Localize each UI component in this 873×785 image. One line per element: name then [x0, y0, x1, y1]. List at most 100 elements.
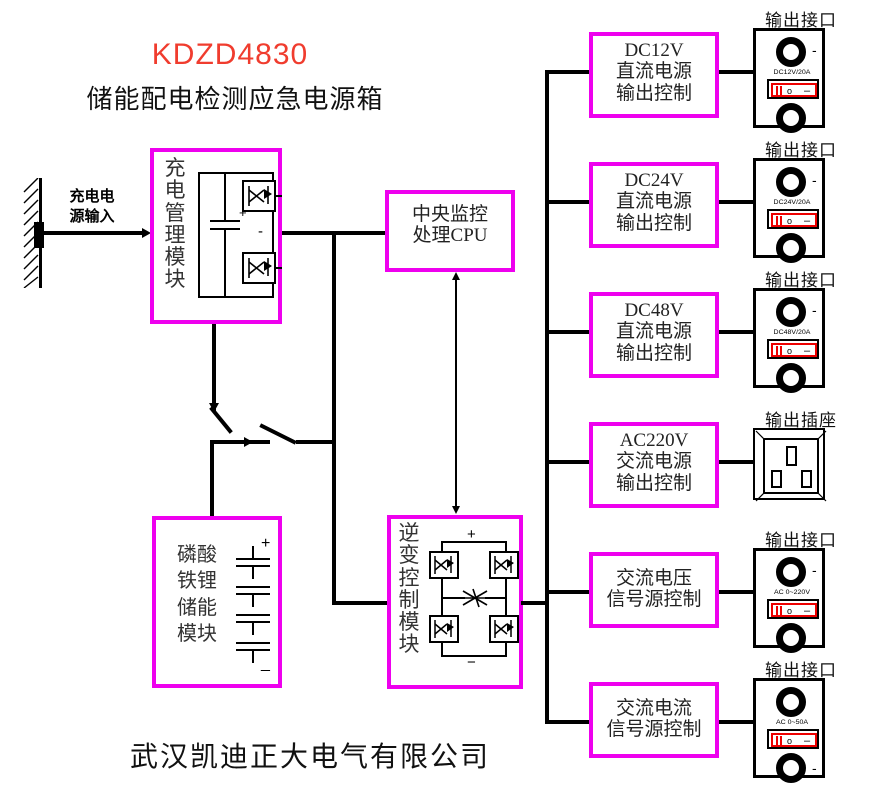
module-cpu[interactable]: 中央监控 处理CPU [385, 190, 515, 272]
wire-input-to-charger [36, 231, 146, 235]
panel-rating-acv: AC 0~220V [774, 589, 810, 596]
module-output-dc12v[interactable]: DC12V 直流电源 输出控制 [589, 32, 719, 118]
inverter-minus-sign: − [467, 654, 476, 671]
module-output-ac220v-rating: AC220V [619, 430, 689, 451]
switch-housing[interactable]: o – [767, 729, 819, 749]
wire-battery-branch [210, 440, 214, 520]
module-output-dc12v-line1: 直流电源 [615, 61, 692, 83]
battery-cells-symbol: + _ [230, 536, 280, 676]
wire-branch-dc12v [545, 70, 589, 74]
panel-title-acv: 输出接口 [765, 531, 837, 550]
module-charge-manager-label: 充 电 管 理 模 块 [164, 157, 186, 292]
panel-rating-dc12v: DC12V/20A [773, 69, 811, 76]
panel-rating-aci: AC 0~50A [775, 719, 809, 726]
arrow-link-up [452, 272, 460, 280]
module-output-dc12v-line2: 输出控制 [615, 82, 692, 104]
output-panel-dc12v[interactable]: - DC12V/20A o – [753, 28, 825, 133]
module-output-dc24v-line1: 直流电源 [615, 191, 692, 213]
switch-housing[interactable]: o – [767, 209, 819, 229]
switch-off-mark: – [804, 345, 811, 357]
module-cpu-label: 中央监控 处理CPU [389, 194, 511, 247]
module-cpu-line2: 处理CPU [412, 225, 488, 247]
module-output-aci-line2: 信号源控制 [606, 719, 702, 741]
panel-title-dc12v: 输出接口 [765, 11, 837, 30]
input-label-line2: 源输入 [69, 208, 115, 226]
switch-battery-disconnect[interactable] [200, 405, 240, 451]
terminal-minus-label: - [812, 172, 817, 188]
module-output-ac220v[interactable]: AC220V 交流电源 输出控制 [589, 422, 719, 508]
wire-main-riser [332, 231, 336, 605]
module-output-dc24v[interactable]: DC24V 直流电源 输出控制 [589, 162, 719, 248]
charger-circuit: + [196, 164, 282, 314]
module-output-ac220v-line2: 输出控制 [615, 472, 692, 494]
output-panel-ac-current[interactable]: AC 0~50A o – - [753, 678, 825, 783]
terminal-post-positive[interactable] [776, 557, 806, 587]
switch-on-mark: o [787, 86, 793, 96]
terminal-post-positive[interactable] [776, 297, 806, 327]
module-output-dc48v-line1: 直流电源 [615, 321, 692, 343]
wire-acv-to-panel [719, 590, 753, 594]
terminal-post-positive[interactable] [776, 167, 806, 197]
switch-inverter-disconnect[interactable] [258, 420, 304, 450]
charger-minus-sign: - [258, 223, 263, 240]
input-label: 充电电 源输入 [44, 187, 140, 228]
switch-housing[interactable]: o – [767, 79, 819, 99]
module-battery[interactable]: 磷酸 铁锂 储能 模块 + _ [152, 516, 282, 688]
terminal-minus-label: - [812, 302, 817, 318]
wire-charger-to-bus [282, 231, 452, 235]
switch-off-mark: – [804, 215, 811, 227]
arrow-link-down [452, 506, 460, 514]
page-title-product: 储能配电检测应急电源箱 [86, 84, 384, 114]
socket-pin-ground [786, 446, 797, 466]
output-socket-ac220v[interactable] [753, 428, 827, 502]
switch-housing[interactable]: o – [767, 599, 819, 619]
panel-rating-dc24v: DC24V/20A [773, 199, 811, 206]
charger-plus-sign: + [239, 205, 247, 220]
switch-housing[interactable]: o – [767, 339, 819, 359]
wire-dc12v-to-panel [719, 70, 753, 74]
socket-pin-neutral [801, 470, 812, 488]
company-name: 武汉凯迪正大电气有限公司 [129, 741, 490, 772]
module-output-dc12v-rating: DC12V [624, 40, 684, 61]
switch-off-mark: – [804, 85, 811, 97]
module-output-ac-voltage-source[interactable]: 交流电压 信号源控制 [589, 552, 719, 628]
panel-rating-dc48v: DC48V/20A [773, 329, 811, 336]
terminal-post-negative[interactable] [776, 233, 806, 263]
output-panel-dc48v[interactable]: - DC48V/20A o – [753, 288, 825, 393]
module-inverter-label: 逆 变 控 制 模 块 [398, 522, 420, 657]
module-output-ac-current-source[interactable]: 交流电流 信号源控制 [589, 682, 719, 758]
module-output-dc48v-rating: DC48V [624, 300, 684, 321]
battery-minus-sign: _ [261, 655, 270, 672]
inverter-plus-sign: + [467, 526, 476, 543]
module-charge-manager[interactable]: 充 电 管 理 模 块 + [150, 148, 282, 324]
terminal-minus-label: - [812, 760, 817, 776]
output-panel-ac-voltage[interactable]: - AC 0~220V o – [753, 548, 825, 653]
arrow-input [142, 228, 151, 238]
terminal-post-negative[interactable] [776, 623, 806, 653]
wire-branch-aci [545, 720, 589, 724]
panel-title-aci: 输出接口 [765, 661, 837, 680]
wire-riser-to-inverter [332, 601, 388, 605]
terminal-minus-label: - [812, 42, 817, 58]
terminal-post-positive[interactable] [776, 37, 806, 67]
switch-on-mark: o [787, 216, 793, 226]
wire-branch-acv [545, 590, 589, 594]
module-battery-label: 磷酸 铁锂 储能 模块 [177, 544, 217, 646]
wire-inverter-to-bus [521, 601, 547, 605]
wire-ac220v-to-socket [719, 460, 753, 464]
output-panel-dc24v[interactable]: - DC24V/20A o – [753, 158, 825, 263]
module-output-dc48v-line2: 输出控制 [615, 342, 692, 364]
terminal-post-negative[interactable] [776, 103, 806, 133]
terminal-post-negative[interactable] [776, 363, 806, 393]
module-inverter[interactable]: 逆 变 控 制 模 块 + − [387, 515, 523, 689]
inverter-hbridge-circuit: + − [429, 526, 523, 683]
terminal-post-positive[interactable] [776, 687, 806, 717]
module-output-dc48v[interactable]: DC48V 直流电源 输出控制 [589, 292, 719, 378]
module-output-acv-line1: 交流电压 [615, 568, 692, 589]
link-cpu-inverter [455, 278, 457, 510]
switch-on-mark: o [787, 346, 793, 356]
terminal-post-negative[interactable] [776, 753, 806, 783]
switch-off-mark: – [804, 735, 811, 747]
page-title-model: KDZD4830 [151, 38, 309, 71]
